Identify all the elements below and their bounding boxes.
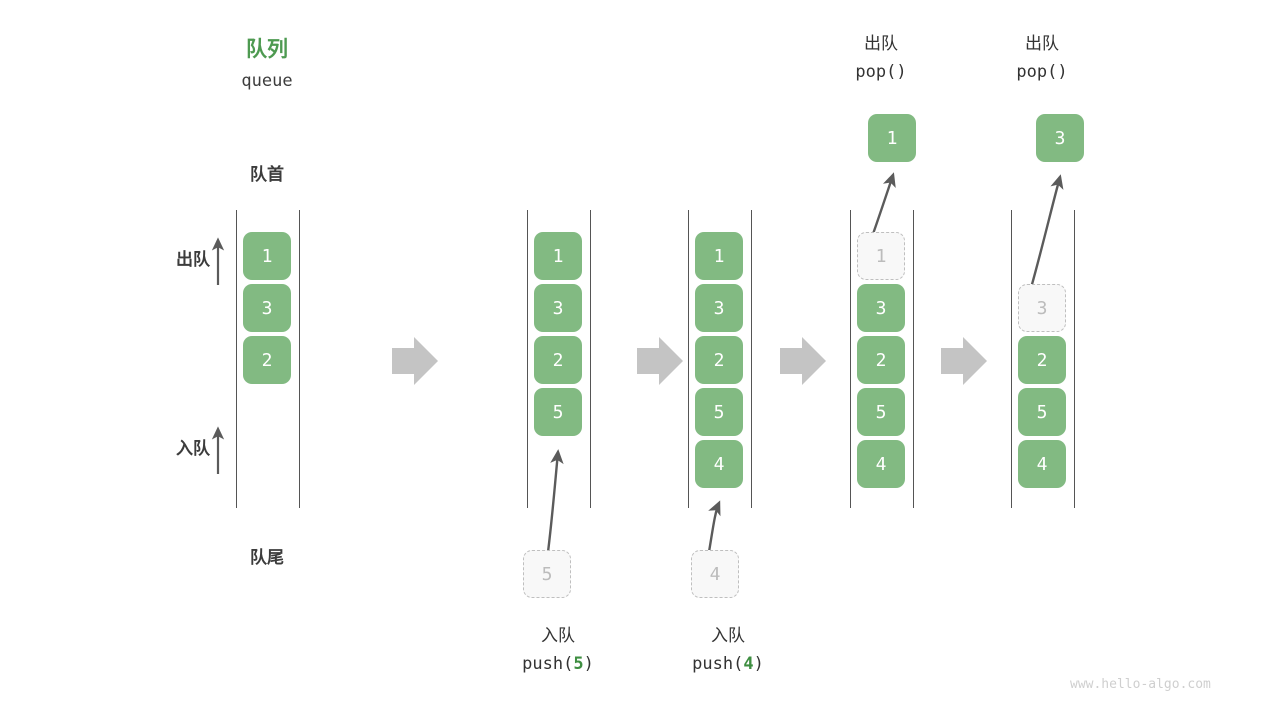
step-arrow-1 [392, 337, 438, 385]
queue-item[interactable]: 2 [857, 336, 905, 384]
diagram-title-cn: 队列 [246, 37, 288, 61]
queue-item[interactable]: 4 [695, 440, 743, 488]
code-arg: 4 [743, 654, 754, 675]
pop-1-caption: 出队 pop() [801, 30, 961, 86]
push-4-caption-code: push(4) [648, 650, 808, 678]
queue-item[interactable]: 2 [695, 336, 743, 384]
step-arrow-4 [941, 337, 987, 385]
queue-item[interactable]: 3 [695, 284, 743, 332]
pop-3-arrow [1029, 174, 1064, 289]
queue-item[interactable]: 2 [534, 336, 582, 384]
rail-right [299, 210, 301, 508]
pop-1-caption-cn: 出队 [864, 34, 898, 54]
queue-item[interactable]: 5 [534, 388, 582, 436]
queue-item[interactable]: 4 [1018, 440, 1066, 488]
pop-3-caption-cn: 出队 [1025, 34, 1059, 54]
diagram-title-en: queue [241, 71, 293, 91]
popped-element[interactable]: 3 [1036, 114, 1084, 162]
queue-item[interactable]: 5 [1018, 388, 1066, 436]
incoming-element-ghost: 4 [691, 550, 739, 598]
queue-item[interactable]: 2 [243, 336, 291, 384]
push-4-arrow [707, 500, 721, 553]
rail-right [1074, 210, 1076, 508]
rail-left [688, 210, 690, 508]
queue-rear-label: 队尾 [250, 548, 284, 568]
pop-3-caption: 出队 pop() [962, 30, 1122, 86]
dequeue-direction-label: 出队 [176, 250, 210, 270]
code-arg: 5 [573, 654, 584, 675]
push-4-caption-cn: 入队 [711, 626, 745, 646]
queue-item-ghost: 3 [1018, 284, 1066, 332]
rail-right [913, 210, 915, 508]
code-prefix: pop( [855, 62, 897, 83]
code-prefix: push( [692, 654, 744, 675]
pop-3-caption-code: pop() [962, 58, 1122, 86]
queue-item[interactable]: 1 [534, 232, 582, 280]
code-prefix: pop( [1016, 62, 1058, 83]
code-suffix: ) [583, 654, 594, 675]
queue-item[interactable]: 4 [857, 440, 905, 488]
push-5-caption-code: push(5) [478, 650, 638, 678]
step-arrow-2 [637, 337, 683, 385]
rail-right [751, 210, 753, 508]
push-5-caption: 入队 push(5) [478, 622, 638, 678]
queue-item[interactable]: 3 [857, 284, 905, 332]
queue-item[interactable]: 3 [534, 284, 582, 332]
popped-element[interactable]: 1 [868, 114, 916, 162]
code-prefix: push( [522, 654, 574, 675]
push-5-caption-cn: 入队 [541, 626, 575, 646]
enqueue-direction-label: 入队 [176, 439, 210, 459]
pop-1-arrow [871, 172, 896, 235]
push-4-caption: 入队 push(4) [648, 622, 808, 678]
pop-1-caption-code: pop() [801, 58, 961, 86]
push-5-arrow [546, 449, 564, 553]
queue-item[interactable]: 1 [695, 232, 743, 280]
code-suffix: ) [753, 654, 764, 675]
rail-left [1011, 210, 1013, 508]
queue-item[interactable]: 2 [1018, 336, 1066, 384]
rail-right [590, 210, 592, 508]
queue-item[interactable]: 5 [695, 388, 743, 436]
code-suffix: ) [896, 62, 907, 83]
step-arrow-3 [780, 337, 826, 385]
rail-left [850, 210, 852, 508]
incoming-element-ghost: 5 [523, 550, 571, 598]
site-watermark: www.hello-algo.com [1070, 677, 1211, 692]
queue-front-label: 队首 [250, 165, 284, 185]
queue-item[interactable]: 1 [243, 232, 291, 280]
code-suffix: ) [1057, 62, 1068, 83]
queue-item[interactable]: 3 [243, 284, 291, 332]
queue-item-ghost: 1 [857, 232, 905, 280]
rail-left [527, 210, 529, 508]
queue-item[interactable]: 5 [857, 388, 905, 436]
rail-left [236, 210, 238, 508]
